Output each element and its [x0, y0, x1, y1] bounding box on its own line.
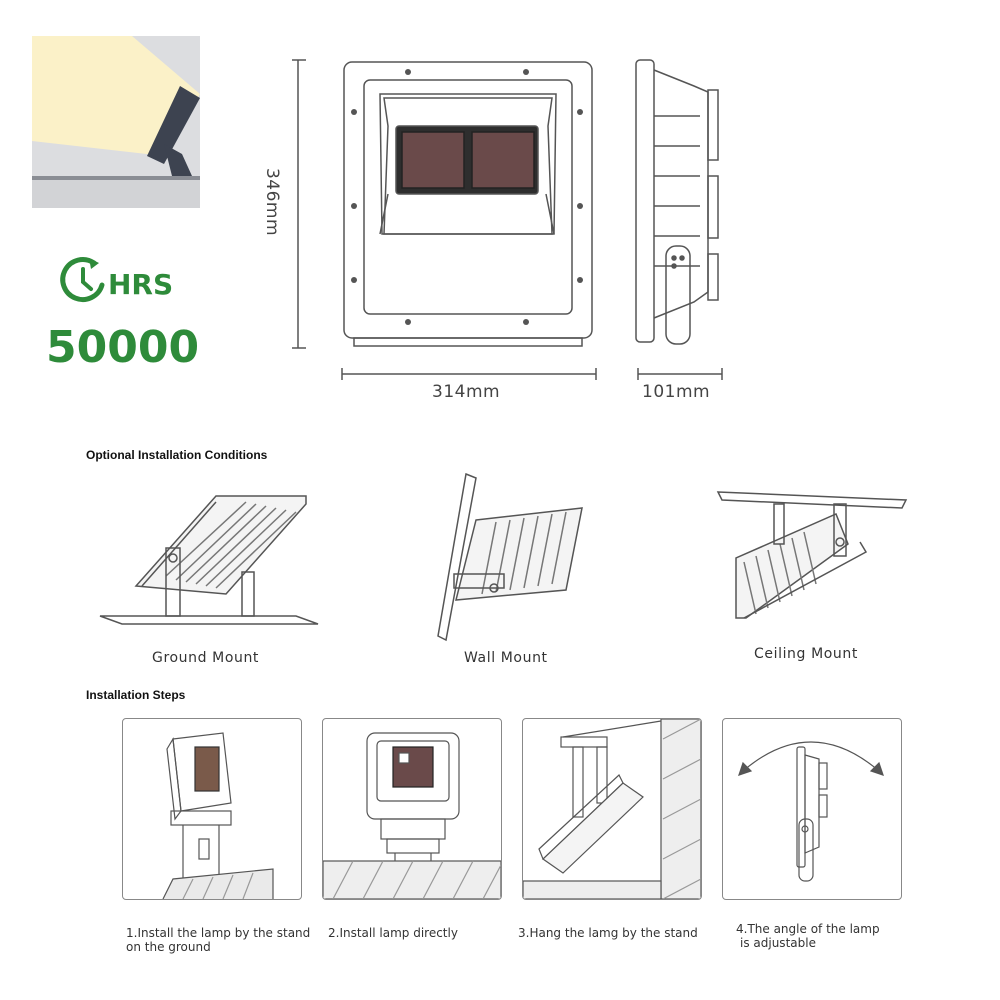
wall-mount-illustration	[436, 470, 596, 644]
depth-dimension: 101mm	[642, 382, 711, 402]
step-1-panel	[122, 718, 302, 900]
hours-value: 50000	[46, 322, 200, 373]
optional-installation-heading: Optional Installation Conditions	[86, 448, 268, 462]
step-4-text: 4.The angle of the lamp is adjustable	[736, 922, 936, 950]
hrs-label: HRS	[108, 268, 174, 301]
ground-mount-illustration	[96, 476, 326, 636]
depth-dimension-line	[636, 366, 726, 382]
step-3-line-1: 3.Hang the lamg by the stand	[518, 926, 698, 940]
step-4-panel	[722, 718, 902, 900]
wall-mount-label: Wall Mount	[464, 650, 548, 666]
step-1-text: 1.Install the lamp by the stand on the g…	[126, 926, 326, 954]
ceiling-mount-illustration	[716, 488, 912, 624]
width-dimension: 314mm	[432, 382, 501, 402]
step-3-panel	[522, 718, 702, 900]
step-2-line-1: 2.Install lamp directly	[328, 926, 458, 940]
front-view-drawing	[288, 56, 608, 356]
width-dimension-line	[340, 366, 600, 382]
ceiling-mount-label: Ceiling Mount	[754, 646, 858, 662]
step-2-text: 2.Install lamp directly	[328, 926, 528, 940]
ground-mount-label: Ground Mount	[152, 650, 260, 666]
clock-icon	[58, 255, 108, 305]
installation-steps-heading: Installation Steps	[86, 688, 186, 702]
step-1-line-1: 1.Install the lamp by the stand	[126, 926, 311, 940]
beam-angle-icon	[32, 36, 200, 208]
height-dimension: 346mm	[262, 167, 283, 237]
step-4-line-2: is adjustable	[740, 936, 816, 950]
step-1-line-2: on the ground	[126, 940, 211, 954]
step-4-line-1: 4.The angle of the lamp	[736, 922, 880, 936]
step-2-panel	[322, 718, 502, 900]
step-3-text: 3.Hang the lamg by the stand	[518, 926, 718, 940]
side-view-drawing	[630, 56, 730, 356]
